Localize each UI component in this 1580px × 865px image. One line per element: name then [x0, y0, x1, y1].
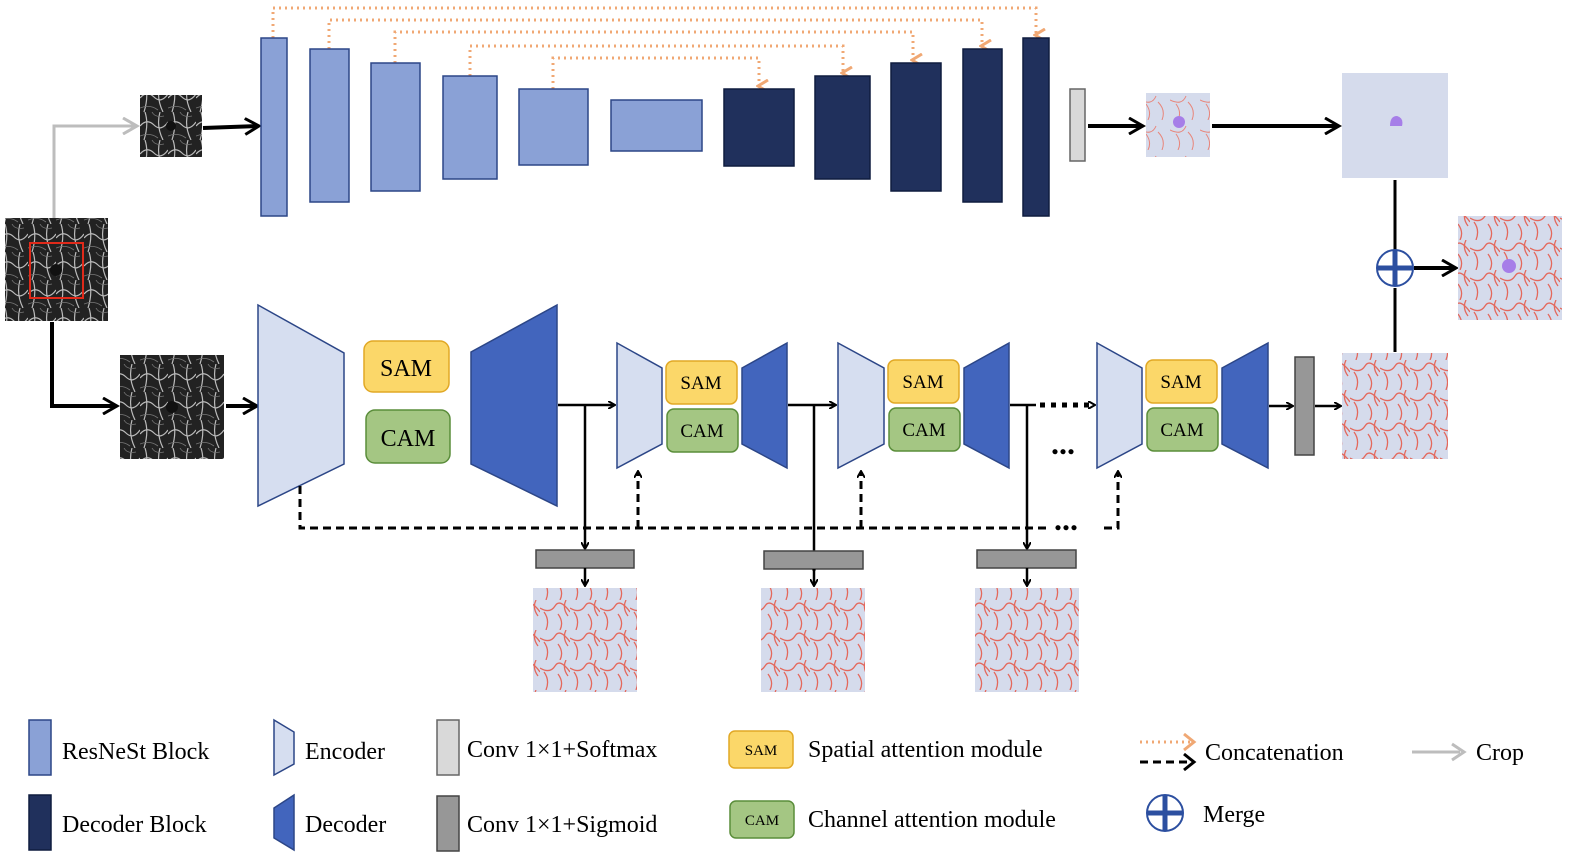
input-octa-image: [5, 218, 108, 321]
resnest-block-5: [518, 88, 589, 166]
resnest-encoder-blocks: [260, 37, 703, 217]
vessel-output-map: [1342, 353, 1448, 459]
legend-resnest-label: ResNeSt Block: [62, 739, 209, 765]
decoder-block-4: [962, 48, 1003, 203]
cropped-octa-image: [140, 95, 202, 157]
encoder-3: [837, 341, 885, 470]
legend-softmax-swatch: [436, 719, 460, 776]
legend-decoder-block-swatch: [28, 794, 52, 851]
legend-cam-icon-label: CAM: [745, 813, 779, 829]
conv-sigmoid-side-2: [763, 550, 864, 570]
full-octa-image: [120, 355, 224, 459]
decoder-3: [963, 341, 1010, 470]
concatenation-skips: [271, 6, 1036, 89]
decoder-1: [470, 303, 558, 508]
legend-crop-arrowhead-icon: [1451, 742, 1467, 762]
side-output-map-3: [975, 588, 1079, 692]
crop-arrow: [52, 126, 136, 218]
sam-module-2: SAM: [665, 360, 738, 405]
sam-module-3: SAM: [887, 359, 960, 404]
continuation-dots-middle: ...: [1051, 425, 1075, 461]
final-output-map: [1458, 216, 1562, 320]
legend-softmax-label: Conv 1×1+Softmax: [467, 737, 657, 763]
decoder-blocks: [723, 37, 1050, 217]
resnest-block-6: [610, 99, 703, 152]
cam-module-1: CAM: [365, 409, 451, 464]
conv-sigmoid-side-1: [535, 549, 635, 569]
legend-cam-swatch: [729, 800, 795, 839]
cam-module-3: CAM: [888, 407, 961, 452]
legend-sam-swatch: [728, 730, 794, 769]
sam-label: SAM: [380, 356, 432, 382]
encoder-1: [257, 303, 345, 508]
cam-module-2: CAM: [666, 408, 739, 453]
legend-decoder-swatch: [273, 793, 295, 852]
resnest-block-4: [442, 75, 498, 180]
sam-label: SAM: [680, 373, 721, 394]
bottom-dashed-skips: [298, 472, 1118, 530]
legend-sigmoid-label: Conv 1×1+Sigmoid: [467, 812, 657, 838]
legend-encoder-label: Encoder: [305, 739, 385, 765]
legend-resnest-swatch: [28, 719, 52, 776]
legend-concatenation-label: Concatenation: [1205, 740, 1344, 766]
conv-sigmoid-block-final: [1294, 356, 1315, 456]
decoder-n: [1221, 341, 1269, 470]
cam-module-n: CAM: [1146, 407, 1219, 452]
decoder-block-1: [723, 88, 795, 167]
faz-prediction-large: [1342, 73, 1448, 178]
legend-concat-arrowhead-icon: [1183, 732, 1197, 752]
cam-label: CAM: [381, 426, 436, 452]
cam-label: CAM: [680, 421, 723, 442]
legend-sam-icon-label: SAM: [745, 743, 778, 759]
sam-label: SAM: [902, 372, 943, 393]
sam-module-1: SAM: [363, 340, 450, 393]
legend-merge-label: Merge: [1203, 802, 1265, 828]
legend-dashed-arrowhead-icon: [1183, 752, 1197, 772]
resnest-block-1: [260, 37, 288, 217]
legend-encoder-swatch: [273, 718, 295, 777]
sam-module-n: SAM: [1145, 359, 1218, 404]
side-output-map-1: [533, 588, 637, 692]
decoder-block-2: [814, 75, 871, 180]
legend-merge-icon: [1146, 794, 1184, 832]
merge-icon: [1376, 249, 1414, 287]
decoder-block-3: [890, 62, 942, 192]
continuation-dots-bottom: ...: [1054, 501, 1078, 537]
legend-decoder-block-label: Decoder Block: [62, 812, 207, 838]
side-output-map-2: [761, 588, 865, 692]
legend-sigmoid-swatch: [436, 795, 460, 852]
sam-label: SAM: [1160, 372, 1201, 393]
cam-label: CAM: [1160, 420, 1203, 441]
resnest-block-2: [309, 48, 350, 203]
cam-label: CAM: [902, 420, 945, 441]
legend-sam-label: Spatial attention module: [808, 737, 1043, 763]
conv-softmax-block: [1069, 88, 1086, 162]
encoder-n: [1096, 341, 1143, 470]
arrow-to-bottom-branch: [50, 322, 116, 406]
legend-decoder-label: Decoder: [305, 812, 386, 838]
resnest-block-3: [370, 62, 421, 192]
decoder-2: [741, 341, 788, 470]
legend-cam-label: Channel attention module: [808, 807, 1056, 833]
decoder-block-5: [1022, 37, 1050, 217]
faz-prediction-small: [1146, 93, 1210, 157]
conv-sigmoid-side-3: [976, 549, 1077, 569]
encoder-2: [616, 341, 663, 470]
arrow-to-unet: [202, 126, 258, 128]
legend-crop-label: Crop: [1476, 740, 1524, 766]
crop-region-box: [29, 242, 84, 299]
legend: ResNeSt Block Decoder Block Encoder Deco…: [28, 718, 1524, 852]
